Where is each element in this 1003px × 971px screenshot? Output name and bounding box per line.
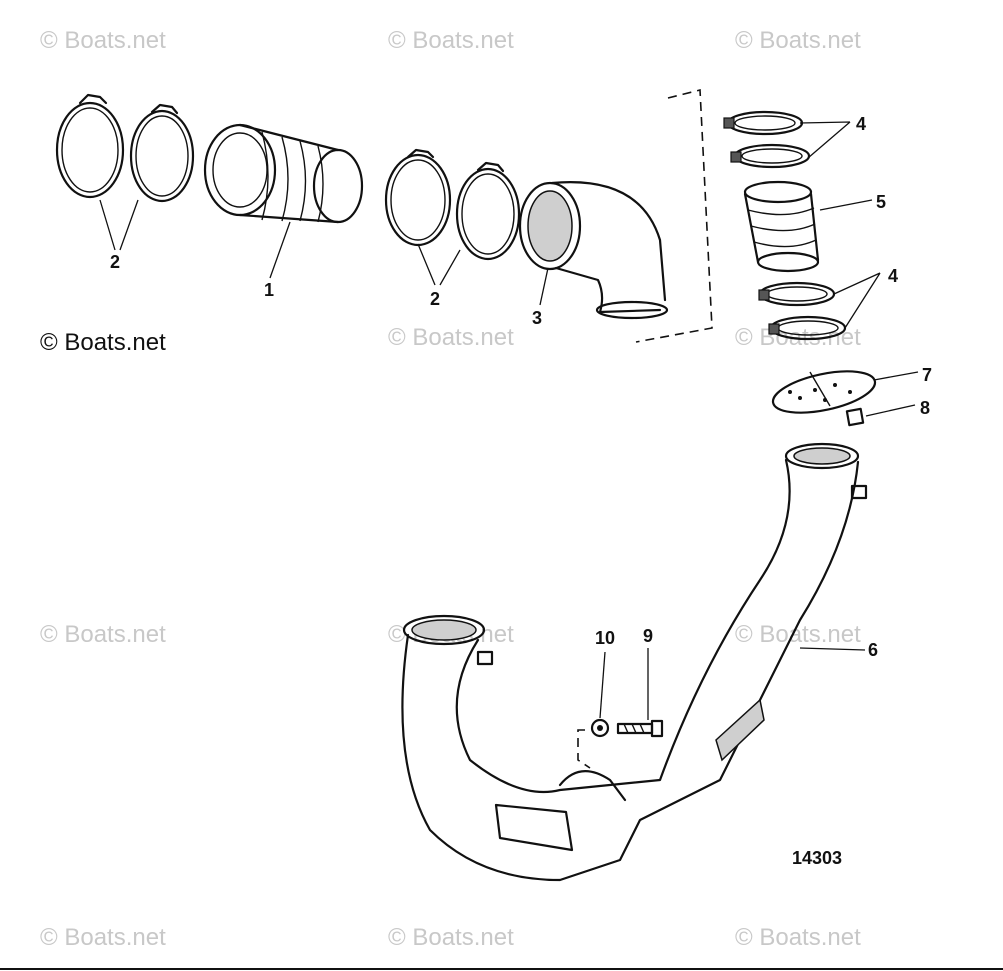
- label-part-3: 3: [532, 308, 542, 328]
- exhaust-pipe: [401, 442, 868, 882]
- bottom-border: [0, 968, 1003, 970]
- clamp-pair-right: [384, 148, 521, 261]
- leader-lines: [99, 121, 919, 769]
- spacer-block: [845, 407, 865, 427]
- watermark: © Boats.net: [735, 924, 861, 951]
- watermark: © Boats.net: [40, 621, 166, 648]
- exhaust-elbow: [518, 181, 669, 320]
- bolt: [616, 719, 664, 738]
- watermark: © Boats.net: [388, 324, 514, 351]
- flapper-gasket: [771, 370, 877, 414]
- part-labels: 2 1 2 3 4 5 4 7 8 6 9 10 14303: [110, 114, 932, 868]
- watermark-dark: © Boats.net: [40, 329, 166, 356]
- watermark: © Boats.net: [735, 324, 861, 351]
- label-part-2: 2: [110, 252, 120, 272]
- washer: [590, 718, 610, 738]
- watermark: © Boats.net: [735, 27, 861, 54]
- label-part-4: 4: [856, 114, 866, 134]
- watermark: © Boats.net: [40, 27, 166, 54]
- option-bracket: [635, 88, 713, 343]
- clamp-pair-left: [55, 93, 195, 203]
- short-hose: [743, 180, 820, 273]
- watermarks: © Boats.net © Boats.net © Boats.net © Bo…: [40, 27, 861, 951]
- label-part-2: 2: [430, 289, 440, 309]
- label-part-1: 1: [264, 280, 274, 300]
- label-part-8: 8: [920, 398, 930, 418]
- watermark: © Boats.net: [40, 924, 166, 951]
- watermark: © Boats.net: [388, 27, 514, 54]
- clamp-pair-upper: [723, 110, 811, 169]
- label-part-6: 6: [868, 640, 878, 660]
- label-part-5: 5: [876, 192, 886, 212]
- label-part-7: 7: [922, 365, 932, 385]
- exhaust-hose: [203, 123, 364, 224]
- label-part-10: 10: [595, 628, 615, 648]
- label-part-4: 4: [888, 266, 898, 286]
- drawing-number: 14303: [792, 848, 842, 868]
- watermark: © Boats.net: [388, 924, 514, 951]
- label-part-9: 9: [643, 626, 653, 646]
